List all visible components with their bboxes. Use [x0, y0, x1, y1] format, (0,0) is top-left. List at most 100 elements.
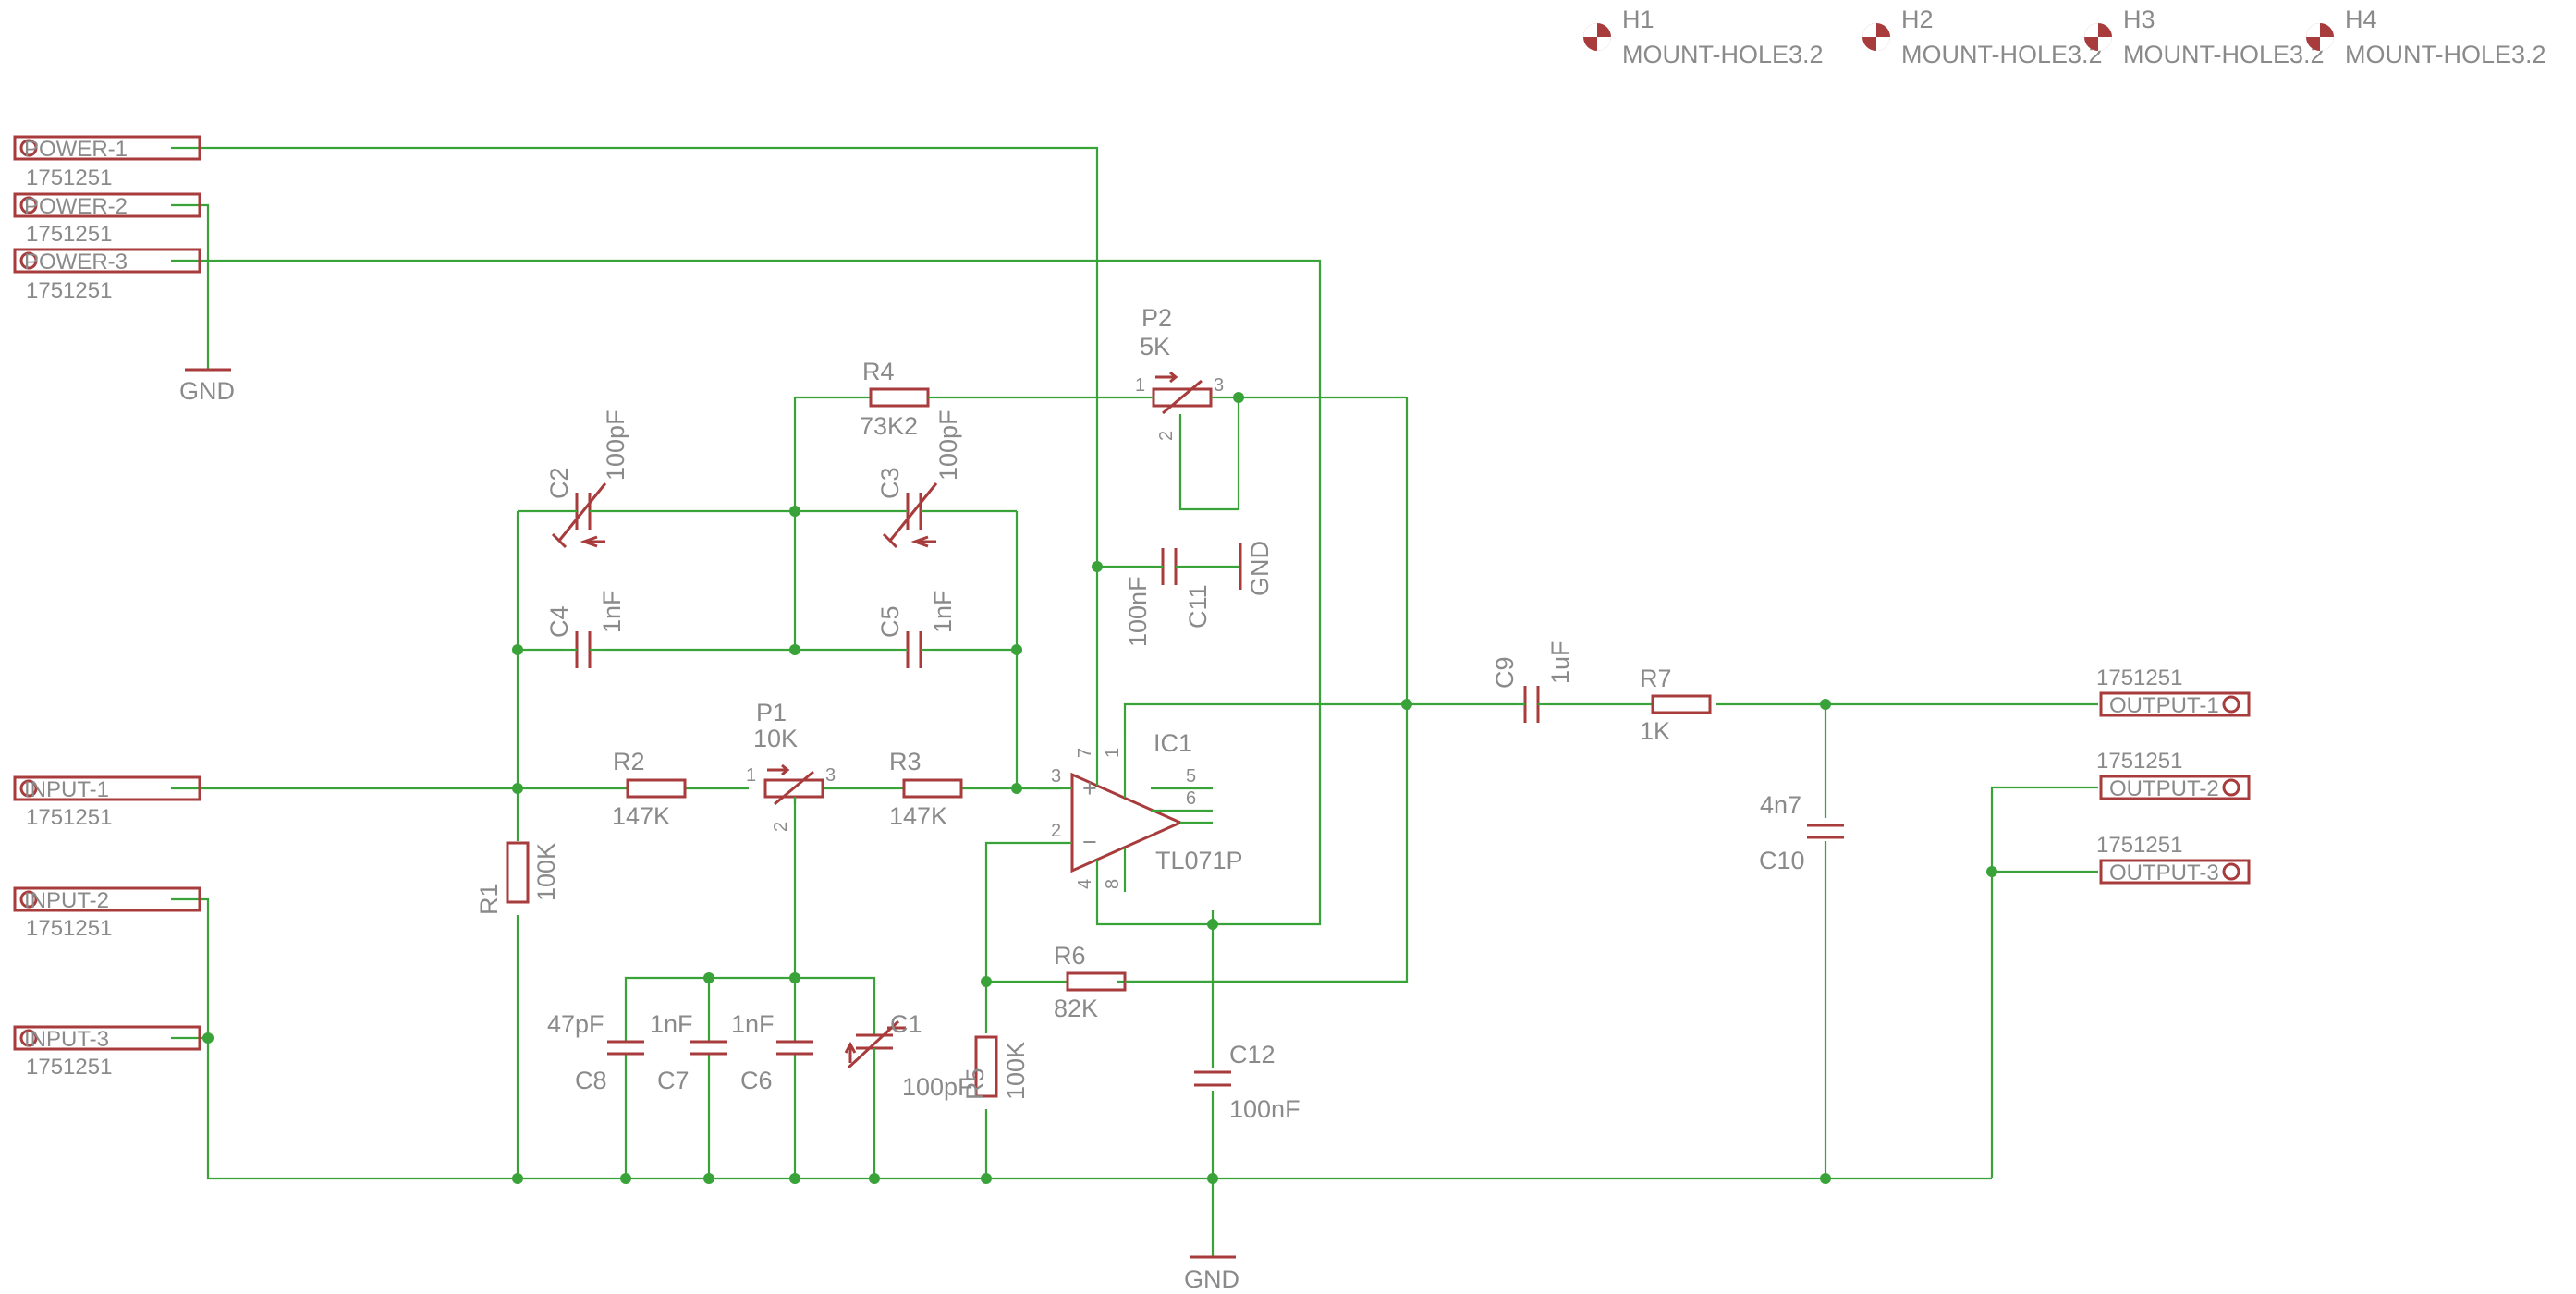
part-value: 5K — [1140, 333, 1170, 360]
part-ref: C5 — [876, 605, 904, 638]
pin-number: 1 — [1103, 748, 1123, 758]
part-ref: C4 — [545, 605, 573, 638]
resistor-r4: R4 73K2 — [860, 358, 937, 440]
connector-name: INPUT-3 — [24, 1027, 109, 1052]
mount-hole-h3: H3 MOUNT-HOLE3.2 — [2084, 6, 2325, 68]
part-value: 1K — [1640, 717, 1670, 745]
connector-name: INPUT-1 — [24, 777, 109, 802]
pin-number: 1 — [746, 765, 756, 786]
resistor-r7: R7 1K — [1640, 665, 1712, 745]
part-ref: P1 — [756, 699, 787, 726]
connector-power-3: POWER-3 1751251 — [13, 248, 201, 303]
connector-name: OUTPUT-1 — [2109, 693, 2219, 718]
part-ref: R6 — [1054, 942, 1086, 970]
part-value: 73K2 — [860, 412, 918, 440]
capacitor-c12: C12 100nF — [1194, 1041, 1300, 1123]
resistor-r6: R6 82K — [1040, 942, 1407, 1022]
capacitor-c11: 100nF C11 — [1124, 548, 1212, 647]
gnd-label: GND — [179, 377, 235, 405]
connector-name: OUTPUT-3 — [2109, 861, 2219, 885]
pin-number: 2 — [771, 822, 791, 832]
hole-ref: H1 — [1622, 6, 1654, 33]
pin-number: 7 — [1075, 748, 1095, 758]
connector-power-2: POWER-2 1751251 — [13, 192, 201, 247]
resistor-r2: R2 147K — [603, 748, 687, 830]
connector-part: 1751251 — [26, 278, 112, 303]
gnd-symbol-main: GND — [1184, 1255, 1239, 1293]
capacitor-c6: 1nF C6 — [731, 1010, 813, 1094]
pin-number: 3 — [1051, 766, 1061, 787]
gnd-label: GND — [1184, 1265, 1239, 1293]
capacitor-c5: C5 1nF — [876, 590, 957, 668]
connector-part: 1751251 — [26, 222, 112, 247]
capacitor-c9: C9 1uF — [1491, 641, 1574, 723]
gnd-label: GND — [1246, 541, 1274, 596]
part-ref: C1 — [890, 1010, 922, 1038]
part-ref: R7 — [1640, 665, 1672, 692]
part-ref: C2 — [545, 467, 573, 499]
connector-part: 1751251 — [26, 916, 112, 941]
hole-value: MOUNT-HOLE3.2 — [2123, 41, 2325, 68]
junction — [789, 644, 800, 655]
resistor-r1: R1 100K — [475, 841, 560, 915]
part-value: 10K — [753, 725, 798, 752]
junction — [512, 644, 523, 655]
part-value: 100pF — [934, 409, 962, 481]
part-ref: C7 — [657, 1067, 690, 1094]
connector-output-1: OUTPUT-1 1751251 — [2096, 665, 2251, 718]
junction — [1986, 866, 1997, 877]
part-value: 100pF — [902, 1073, 973, 1101]
part-ref: IC1 — [1154, 729, 1192, 757]
trimmer-capacitor-c1: C1 100pF — [844, 1010, 973, 1101]
opamp-ic1: + − IC1 TL071P 3 2 7 1 4 8 5 6 — [1051, 729, 1243, 892]
hole-ref: H4 — [2345, 6, 2377, 33]
junction — [620, 1173, 631, 1184]
junction — [703, 972, 714, 983]
part-ref: R1 — [475, 883, 503, 915]
hole-ref: H3 — [2123, 6, 2155, 33]
junction — [981, 1173, 992, 1184]
junction — [1011, 783, 1022, 794]
part-ref: C12 — [1229, 1041, 1276, 1068]
junction — [1233, 392, 1244, 403]
connector-name: INPUT-2 — [24, 888, 109, 913]
part-ref: C10 — [1759, 847, 1805, 874]
part-value: 1nF — [731, 1010, 775, 1038]
part-value: 100pF — [602, 409, 629, 481]
part-ref: C8 — [575, 1067, 607, 1094]
pin-number: 3 — [1214, 375, 1224, 396]
pin-number: 2 — [1051, 821, 1061, 841]
junction — [703, 1173, 714, 1184]
pin-number: 3 — [825, 765, 836, 786]
junction — [512, 1173, 523, 1184]
junction — [1820, 699, 1831, 710]
part-ref: C9 — [1491, 656, 1519, 689]
capacitor-c7: 1nF C7 — [650, 1010, 727, 1094]
part-value: 82K — [1054, 995, 1098, 1022]
part-value: 1uF — [1546, 641, 1574, 684]
part-value: 4n7 — [1760, 791, 1801, 819]
junction — [1011, 644, 1022, 655]
gnd-symbol-power: GND — [179, 368, 235, 405]
potentiometer-p1: P1 10K 1 3 2 — [746, 699, 836, 832]
opamp-minus-sign: − — [1082, 828, 1097, 856]
junction — [1401, 699, 1412, 710]
part-value: 1nF — [929, 590, 957, 633]
part-value: 1nF — [598, 590, 626, 633]
connector-name: POWER-2 — [24, 194, 128, 219]
connector-input-1: INPUT-1 1751251 — [13, 775, 201, 830]
opamp-plus-sign: + — [1082, 775, 1097, 802]
mount-hole-h2: H2 MOUNT-HOLE3.2 — [1862, 6, 2103, 68]
capacitor-c10: 4n7 C10 — [1759, 791, 1844, 874]
junction — [869, 1173, 880, 1184]
part-ref: C3 — [876, 467, 904, 499]
part-value: 100K — [532, 843, 560, 901]
part-value: 47pF — [547, 1010, 604, 1038]
junction — [789, 972, 800, 983]
connector-input-3: INPUT-3 1751251 — [13, 1025, 201, 1080]
junction — [512, 783, 523, 794]
hole-value: MOUNT-HOLE3.2 — [1901, 41, 2103, 68]
junction — [202, 1032, 214, 1044]
part-ref: R3 — [889, 748, 922, 775]
part-value: 100K — [1002, 1042, 1030, 1100]
